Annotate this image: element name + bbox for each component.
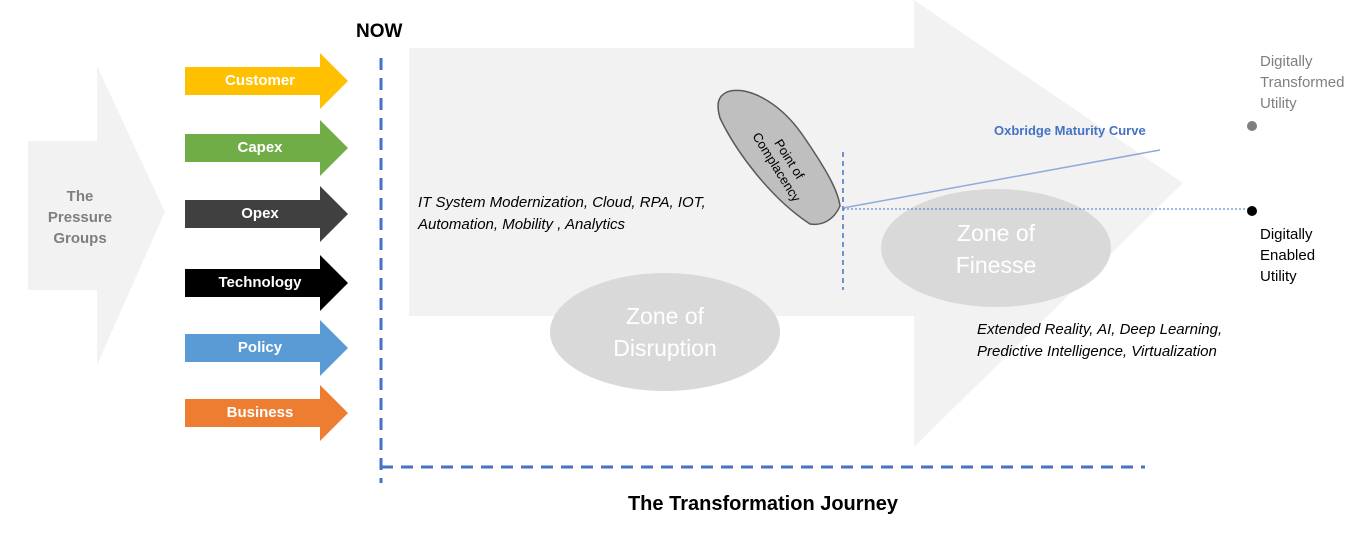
label-customer: Customer — [224, 72, 295, 89]
zone-finesse-label: Zone of Finesse — [955, 220, 1037, 278]
enabled-utility-dot — [1247, 206, 1257, 216]
arrow-customer — [185, 53, 348, 109]
oxbridge-maturity-curve — [842, 149, 1161, 209]
journey-background-arrow — [409, 0, 1183, 447]
label-technology: Technology — [218, 274, 302, 291]
tech-now-text: IT System Modernization, Cloud, RPA, IOT… — [418, 194, 706, 233]
arrow-capex — [185, 120, 348, 176]
arrow-policy — [185, 320, 348, 376]
pressure-groups-label: The Pressure Groups — [47, 188, 113, 247]
transformation-journey-label: The Transformation Journey — [627, 493, 899, 515]
arrow-opex — [185, 186, 348, 242]
label-capex: Capex — [237, 139, 283, 156]
digitally-enabled-label: Digitally Enabled Utility — [1260, 226, 1316, 285]
label-business: Business — [226, 404, 294, 421]
arrow-technology — [185, 255, 348, 311]
pressure-groups-arrow — [28, 66, 165, 365]
transformed-utility-dot — [1247, 121, 1257, 131]
zone-finesse-ellipse — [881, 189, 1111, 307]
label-policy: Policy — [237, 339, 283, 356]
label-opex: Opex — [241, 205, 279, 222]
zone-disruption-ellipse — [550, 273, 780, 391]
digitally-transformed-label: Digitally Transformed Utility — [1260, 53, 1345, 112]
maturity-curve-label: Oxbridge Maturity Curve — [994, 123, 1146, 138]
tech-future-text: Extended Reality, AI, Deep Learning, Pre… — [977, 321, 1223, 360]
arrow-business — [185, 385, 348, 441]
zone-disruption-label: Zone of Disruption — [613, 303, 717, 361]
now-label: NOW — [356, 21, 403, 42]
point-of-complacency-shape — [717, 89, 841, 226]
